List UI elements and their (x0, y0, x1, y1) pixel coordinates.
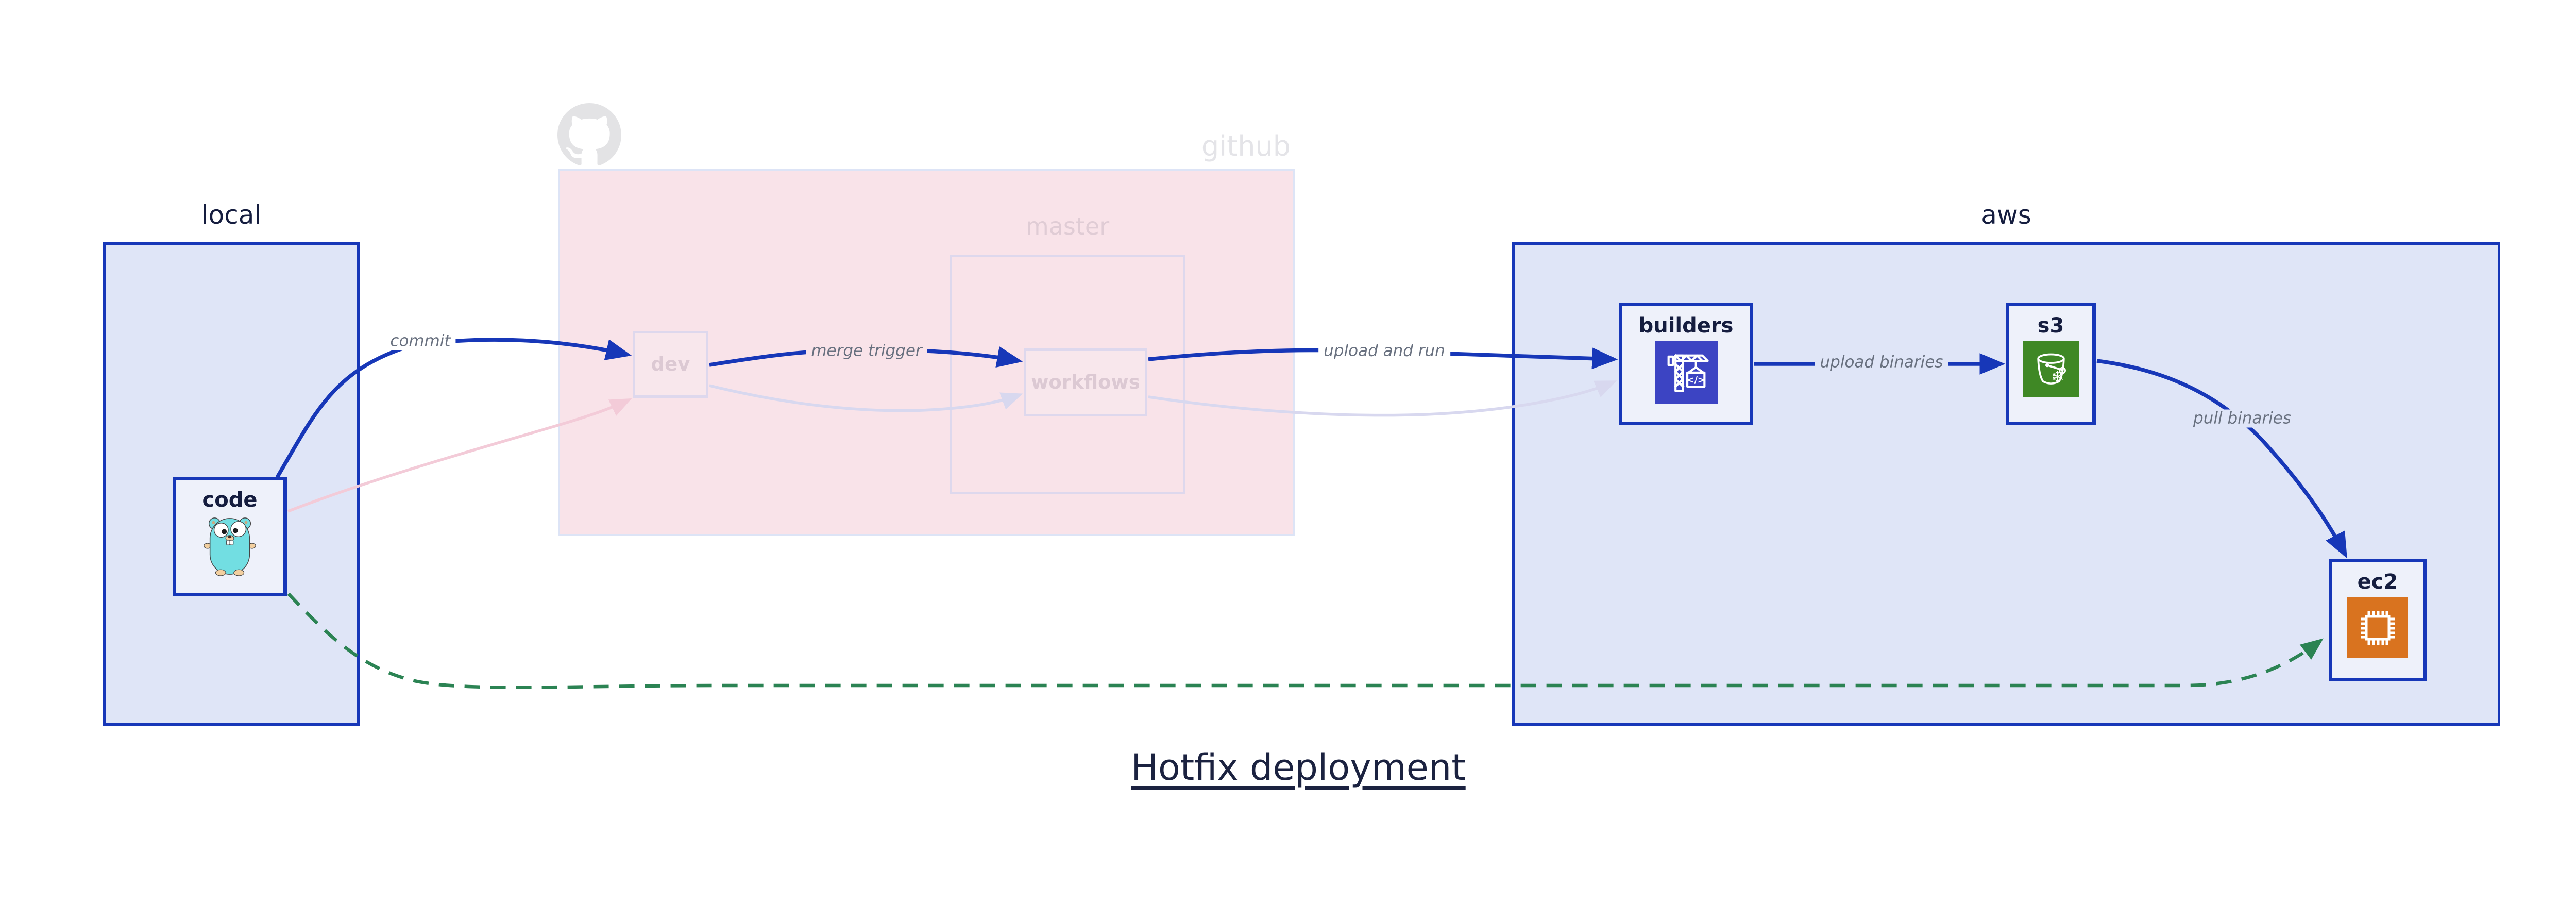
s3-glacier-bucket-icon: ❄ (2023, 341, 2079, 397)
node-ec2-label: ec2 (2357, 570, 2398, 594)
edge-label-commit: commit (385, 332, 456, 350)
edge-label-upload-and-run: upload and run (1318, 342, 1450, 360)
codebuild-crane-icon: </> (1654, 341, 1718, 404)
node-code: code (173, 477, 287, 596)
node-ec2: ec2 (2329, 559, 2427, 681)
github-group-label: github (1201, 130, 1291, 162)
edge-label-merge-trigger: merge trigger (806, 342, 927, 360)
node-code-label: code (202, 488, 258, 512)
svg-text:❄: ❄ (2050, 368, 2064, 387)
svg-text:</>: </> (1686, 375, 1705, 386)
master-branch-label: master (1025, 212, 1110, 240)
node-workflows-label: workflows (1031, 371, 1140, 393)
node-builders-label: builders (1638, 314, 1734, 338)
go-gopher-icon (204, 517, 256, 576)
aws-group-label: aws (1981, 200, 2031, 230)
diagram-title: Hotfix deployment (1131, 746, 1466, 789)
node-s3-label: s3 (2037, 314, 2064, 338)
node-builders: builders </> (1619, 303, 1753, 425)
master-branch-box (950, 255, 1185, 494)
ec2-chip-icon (2347, 597, 2408, 658)
github-octocat-icon (557, 103, 621, 165)
edge-label-upload-binaries: upload binaries (1815, 353, 1948, 372)
edge-label-pull-binaries: pull binaries (2188, 409, 2296, 428)
local-group-label: local (201, 200, 262, 230)
node-workflows: workflows (1024, 348, 1147, 416)
node-s3: s3 ❄ (2006, 303, 2096, 425)
node-dev-label: dev (651, 353, 690, 375)
node-dev: dev (633, 331, 708, 398)
